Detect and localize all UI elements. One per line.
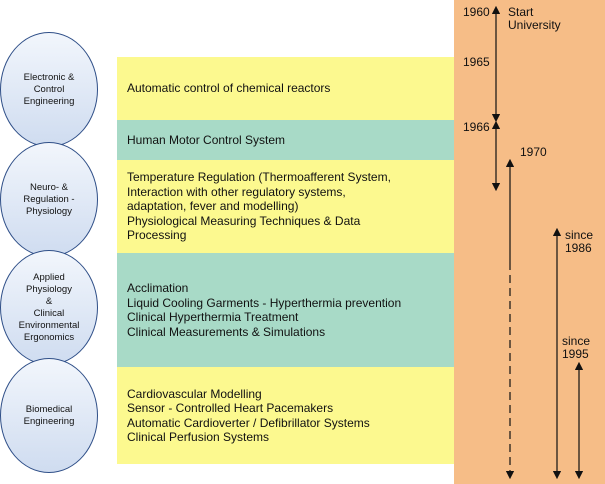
timeline-arrows bbox=[491, 5, 584, 480]
topic-line: Acclimation bbox=[127, 281, 189, 295]
timeline-label-start-university: Start University bbox=[508, 5, 561, 32]
topic-line: Interaction with other regulatory system… bbox=[127, 184, 346, 199]
topic-band-acclimation: Acclimation Liquid Cooling Garments - Hy… bbox=[117, 253, 454, 367]
topic-band-motor-control: Human Motor Control System bbox=[117, 120, 454, 160]
field-neuro-regulation-physiology: Neuro- & Regulation - Physiology bbox=[0, 142, 98, 257]
timeline-panel: 1960 Start University 1965 1966 1970 sin… bbox=[454, 0, 605, 484]
topic-line: Temperature Regulation (Thermoafferent S… bbox=[127, 170, 391, 185]
topic-band-temperature-regulation: Temperature Regulation (Thermoafferent S… bbox=[117, 160, 454, 253]
timeline-label-1966: 1966 bbox=[463, 120, 490, 134]
topic-line: Clinical Hyperthermia Treatment bbox=[127, 310, 299, 324]
topic-line: Human Motor Control System bbox=[127, 132, 286, 147]
timeline-label-since-1995: since 1995 bbox=[562, 334, 591, 361]
field-label: Biomedical Engineering bbox=[23, 403, 75, 427]
topic-line: Automatic control of chemical reactors bbox=[127, 81, 331, 96]
field-label: Applied Physiology & Clinical Environmen… bbox=[18, 271, 80, 343]
topic-band-cardiovascular: Cardiovascular Modelling Sensor - Contro… bbox=[117, 367, 454, 464]
topic-line: Clinical Measurements & Simulations bbox=[127, 324, 326, 339]
timeline-label-since-1986: since 1986 bbox=[565, 228, 594, 255]
field-biomedical-engineering: Biomedical Engineering bbox=[0, 358, 98, 473]
field-label: Neuro- & Regulation - Physiology bbox=[23, 181, 75, 217]
field-electronic-control-engineering: Electronic & Control Engineering bbox=[0, 32, 98, 147]
topic-line: Processing bbox=[127, 228, 187, 243]
topic-band-chemical-reactors: Automatic control of chemical reactors bbox=[117, 57, 454, 120]
topic-line: Physiological Measuring Techniques & Dat… bbox=[127, 213, 361, 228]
field-applied-physiology: Applied Physiology & Clinical Environmen… bbox=[0, 250, 98, 365]
timeline-label-1965: 1965 bbox=[463, 55, 490, 69]
field-label: Electronic & Control Engineering bbox=[23, 71, 75, 107]
timeline-label-1970: 1970 bbox=[520, 145, 547, 159]
topic-line: Liquid Cooling Garments - Hyperthermia p… bbox=[127, 295, 402, 310]
topic-line: Sensor - Controlled Heart Pacemakers bbox=[127, 401, 334, 415]
topic-line: adaptation, fever and modelling) bbox=[127, 199, 299, 214]
topic-line: Automatic Cardioverter / Defibrillator S… bbox=[127, 415, 370, 430]
topic-line: Clinical Perfusion Systems bbox=[127, 430, 270, 444]
topic-line: Cardiovascular Modelling bbox=[127, 386, 262, 401]
timeline-label-1960: 1960 bbox=[463, 5, 490, 19]
